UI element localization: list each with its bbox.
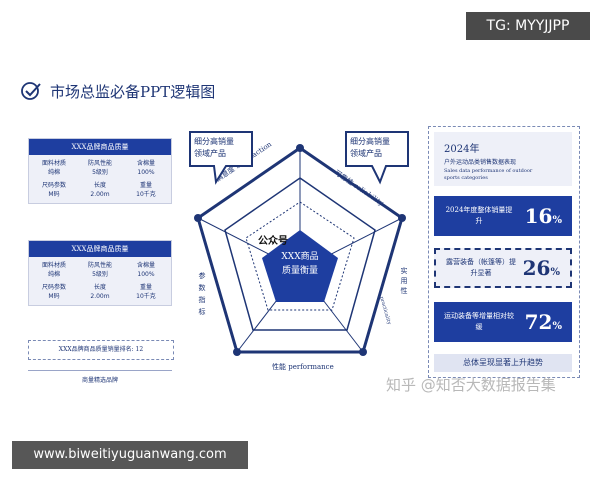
summary-year: 2024年	[444, 144, 480, 155]
inner-pentagon	[245, 201, 355, 311]
spec-cell: 面料材质纯棉	[41, 262, 66, 278]
pentagon-diagram	[194, 144, 406, 356]
summary-header: 2024年 户外运动品类销售数据表现 Sales data performanc…	[434, 132, 572, 186]
stat-value: 72%	[524, 310, 562, 334]
summary-panel	[428, 126, 580, 378]
stat-label: 运动装备等增量相对较缓	[444, 312, 514, 331]
summary-subtitle-en: Sales data performance of outdoor sports…	[444, 168, 533, 181]
watermark-url: www.biweitiyuguanwang.com	[12, 441, 248, 469]
tag-label: 公众号	[258, 236, 288, 247]
stat-value: 16%	[524, 204, 562, 228]
summary-footer: 总体呈现显著上升趋势	[434, 354, 572, 372]
middle-pentagon	[224, 177, 376, 331]
center-label: XXX商品 质量衡量	[281, 252, 319, 276]
bubble-left	[189, 131, 253, 185]
rank-caption: 商量精选品牌	[81, 377, 118, 384]
bubble-left-text: 细分高销量 领域产品	[194, 137, 234, 158]
stat-sports: 运动装备等增量相对较缓 72%	[434, 302, 572, 342]
bubble-right	[345, 131, 409, 185]
stat-label: 露营装备（帐篷等）提升显著	[446, 258, 516, 277]
spec-cell: 面料材质纯棉	[41, 160, 66, 176]
check-circle-icon	[21, 82, 41, 100]
page-title: 市场总监必备PPT逻辑图	[50, 82, 216, 101]
stat-value: 26%	[522, 256, 560, 280]
bubble-right-text: 细分高销量 领域产品	[350, 137, 390, 158]
axis-label-parameters: 参数指标	[198, 272, 206, 316]
stat-label: 2024年度整体销量提升	[445, 206, 513, 225]
page-heading: 市场总监必备PPT逻辑图	[20, 78, 215, 104]
center-pentagon	[262, 230, 338, 302]
watermark-tg: TG: MYYJJPP	[466, 12, 590, 40]
divider	[28, 370, 172, 371]
stat-camping: 露营装备（帐篷等）提升显著 26%	[434, 248, 572, 288]
summary-subtitle: 户外运动品类销售数据表现	[444, 159, 517, 166]
panel-header: XXX品牌商品质量	[29, 241, 171, 257]
rank-box: XXX品牌商品质量销量排名: 12	[28, 340, 174, 360]
axis-label-performance: 性能 performance	[272, 363, 334, 371]
watermark-zhihu: 知乎 @知否大数据报告集	[386, 376, 556, 394]
axis-label-practicality: 实用性	[400, 267, 408, 295]
panel-header: XXX品牌商品质量	[29, 139, 171, 155]
stat-total-sales: 2024年度整体销量提升 16%	[434, 196, 572, 236]
